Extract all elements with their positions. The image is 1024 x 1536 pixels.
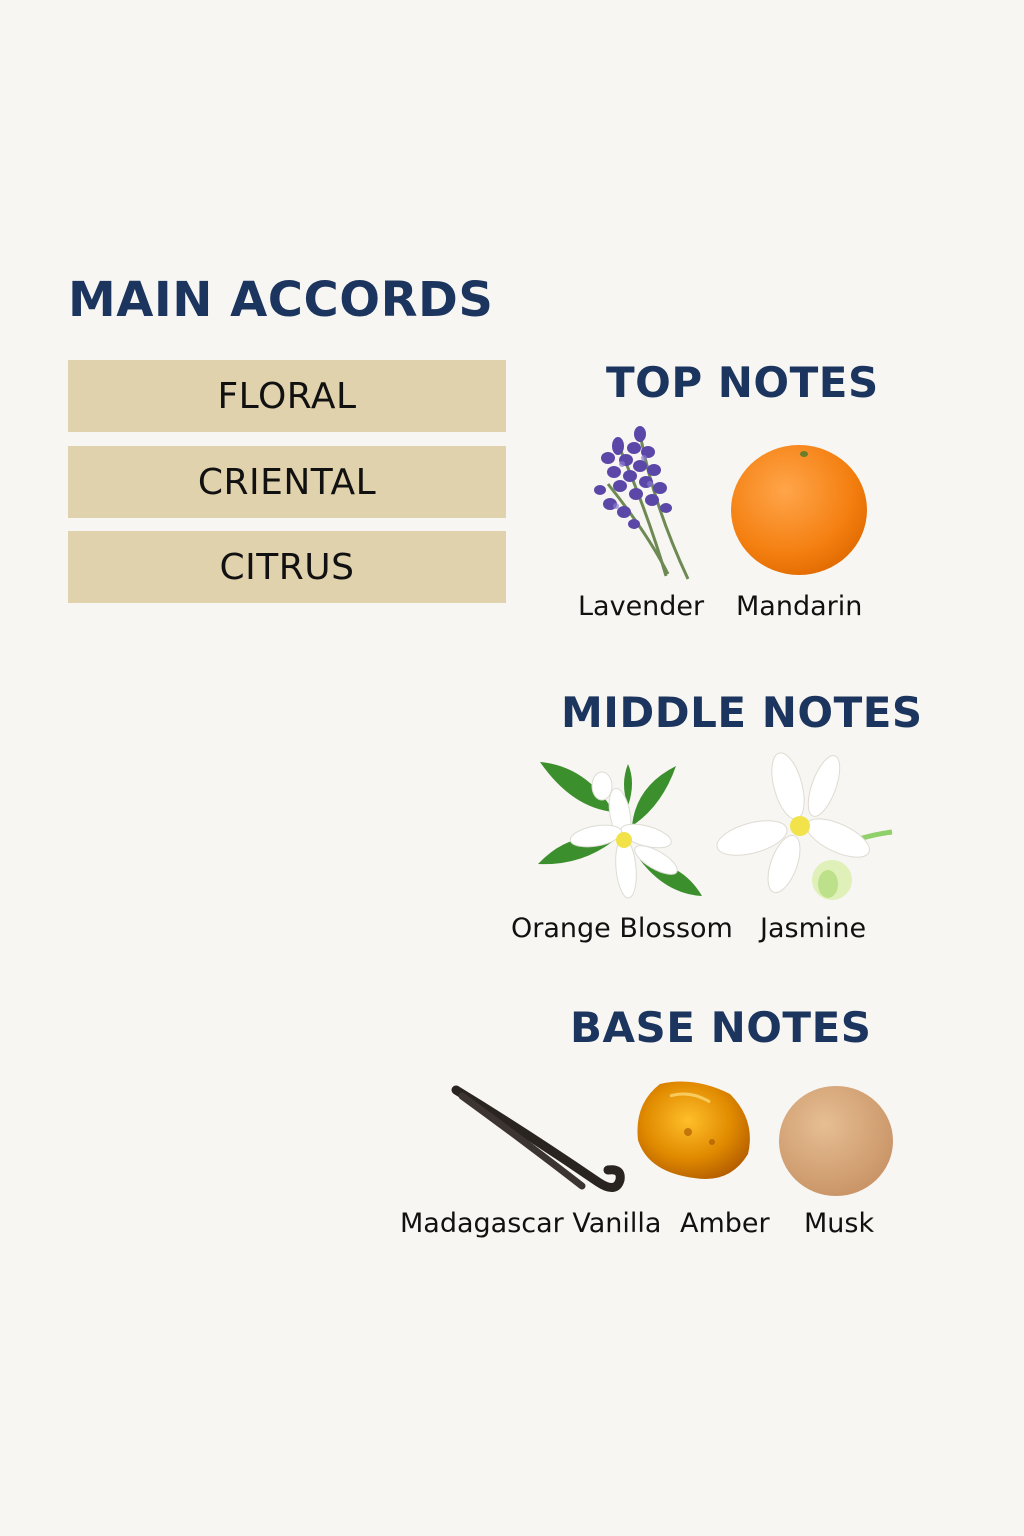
accord-label: CRIENTAL (197, 461, 377, 503)
middle-notes-title: MIDDLE NOTES (561, 688, 923, 737)
accord-bar-floral: FLORAL (68, 360, 506, 432)
jasmine-icon (716, 752, 893, 900)
accord-bar-citrus: CITRUS (68, 531, 506, 603)
accord-label: FLORAL (217, 375, 357, 417)
lavender-icon (594, 426, 690, 580)
note-label-orange-blossom: Orange Blossom (511, 913, 733, 944)
main-accords-title: MAIN ACCORDS (68, 272, 494, 328)
accord-bar-oriental: CRIENTAL (68, 446, 506, 518)
musk-icon (779, 1086, 893, 1196)
note-label-musk: Musk (804, 1208, 875, 1239)
note-label-madagascar-vanilla: Madagascar Vanilla (400, 1208, 662, 1239)
note-label-lavender: Lavender (578, 591, 705, 622)
note-label-mandarin: Mandarin (736, 591, 863, 622)
top-notes-title: TOP NOTES (606, 358, 879, 407)
base-notes-title: BASE NOTES (570, 1003, 872, 1052)
note-label-amber: Amber (680, 1208, 770, 1239)
orange-blossom-icon (538, 762, 702, 899)
amber-icon (637, 1081, 750, 1179)
vanilla-icon (451, 1085, 625, 1192)
note-label-jasmine: Jasmine (760, 913, 867, 944)
mandarin-icon (731, 445, 867, 575)
accord-label: CITRUS (219, 546, 355, 588)
